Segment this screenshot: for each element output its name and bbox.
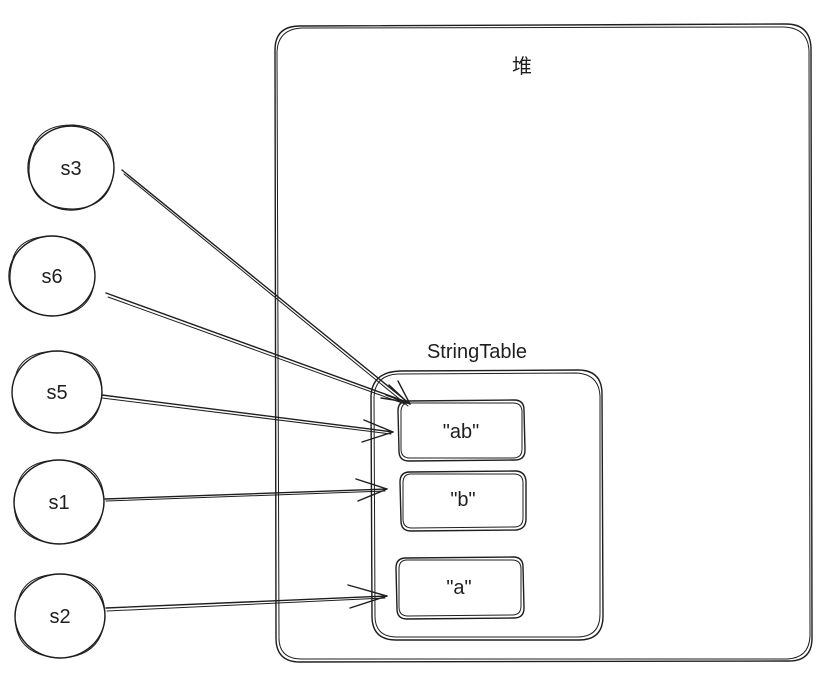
variable-s2-label: s2 bbox=[49, 606, 70, 628]
variable-s3 bbox=[27, 124, 115, 211]
string-entry-a bbox=[395, 556, 525, 620]
string-table-label: StringTable bbox=[427, 341, 527, 363]
variable-s1-label: s1 bbox=[48, 492, 69, 514]
variable-s6-label: s6 bbox=[41, 266, 62, 288]
arrow-s1-to-b bbox=[104, 478, 388, 502]
string-entry-b bbox=[399, 470, 527, 532]
heap-label: 堆 bbox=[512, 55, 532, 78]
string-entry-ab bbox=[397, 399, 526, 462]
arrow-s3-to-ab bbox=[121, 169, 411, 407]
variable-s3-label: s3 bbox=[60, 158, 81, 180]
variable-s5-label: s5 bbox=[46, 382, 67, 404]
arrow-s6-to-ab bbox=[105, 292, 408, 405]
variable-s6 bbox=[8, 235, 96, 317]
string-entry-ab-text: "ab" bbox=[443, 421, 479, 443]
heap-box bbox=[274, 23, 813, 663]
variable-s1 bbox=[13, 459, 105, 545]
variable-s2 bbox=[14, 573, 106, 659]
variable-s5 bbox=[11, 350, 103, 434]
arrow-s5-to-ab bbox=[101, 394, 394, 443]
string-entry-a-text: "a" bbox=[446, 577, 471, 599]
arrow-s2-to-a bbox=[105, 584, 388, 612]
string-entry-b-text: "b" bbox=[450, 489, 475, 511]
string-table-box bbox=[370, 369, 604, 641]
